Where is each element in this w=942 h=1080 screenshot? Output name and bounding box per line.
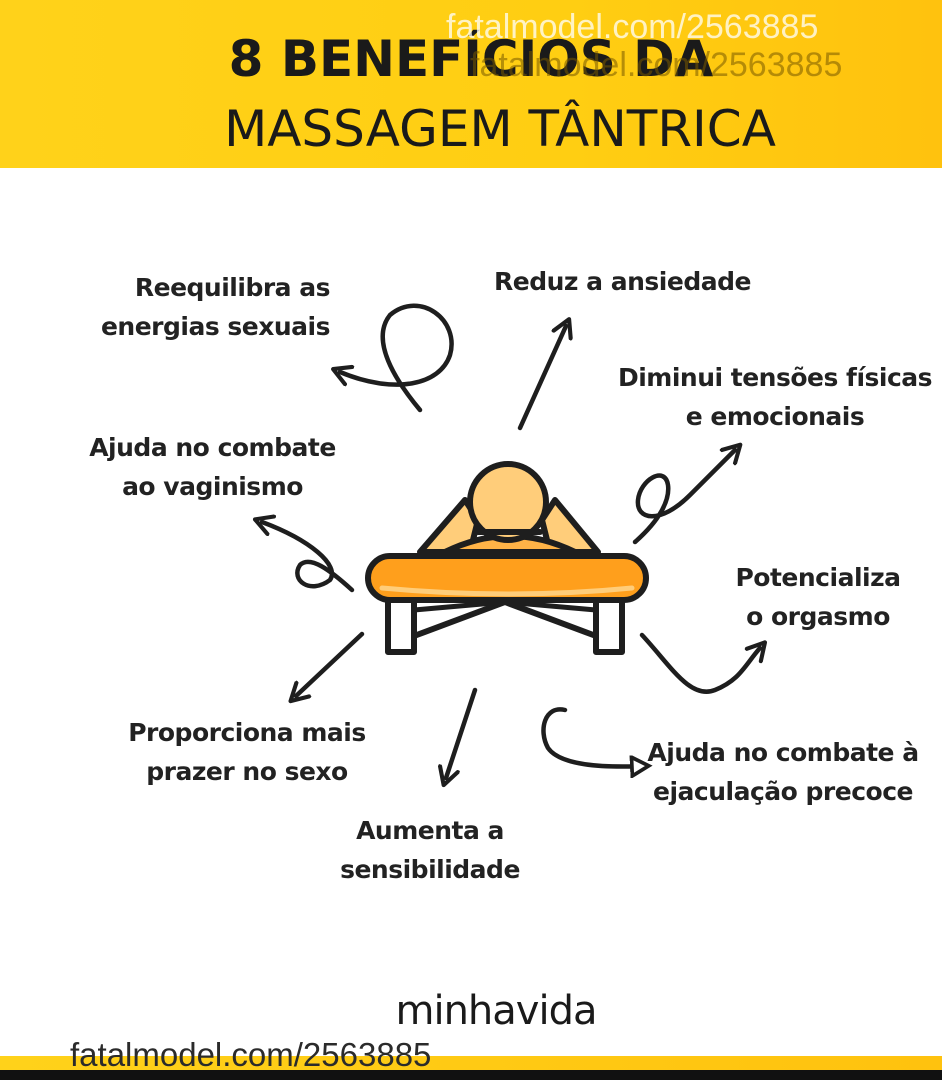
brand-logo: minhavida: [395, 988, 598, 1034]
arrow-reduz: [517, 326, 566, 431]
benefit-vaginismo: Ajuda no combate ao vaginismo: [89, 433, 336, 501]
arrow-proporciona: [296, 631, 365, 696]
benefit-ejaculacao: Ajuda no combate à ejaculação precoce: [647, 738, 919, 806]
watermark-top-shadow: fatalmodel.com/2563885: [470, 46, 843, 84]
arrow-aumenta: [446, 687, 478, 778]
benefit-reduz-ansiedade: Reduz a ansiedade: [494, 267, 751, 296]
arrow-vaginismo: [262, 522, 355, 593]
arrow-ejaculacao: [541, 707, 645, 766]
header-banner: 8 BENEFÍCIOS DA MASSAGEM TÂNTRICA fatalm…: [0, 0, 942, 168]
footer-edge: [0, 1070, 942, 1080]
benefit-potencializa: Potencializa o orgasmo: [735, 563, 901, 631]
arrow-diminui: [632, 450, 735, 545]
watermark-top: fatalmodel.com/2563885: [446, 8, 819, 46]
title-line-1: 8 BENEFÍCIOS DA: [228, 30, 714, 88]
arrow-potencializa: [639, 632, 760, 694]
curly-arrow-icons: [262, 303, 760, 778]
benefit-reequilibra: Reequilibra as energias sexuais: [100, 273, 331, 341]
benefit-proporciona: Proporciona mais prazer no sexo: [128, 718, 366, 786]
benefit-sensibilidade: Aumenta a sensibilidade: [340, 816, 520, 884]
watermark-bottom: fatalmodel.com/2563885: [70, 1036, 432, 1073]
massage-table-person-icon: [365, 461, 649, 655]
title-line-2: MASSAGEM TÂNTRICA: [224, 100, 776, 158]
arrow-reequilibra: [340, 303, 454, 413]
benefit-diminui-tensoes: Diminui tensões físicas e emocionais: [617, 363, 933, 431]
